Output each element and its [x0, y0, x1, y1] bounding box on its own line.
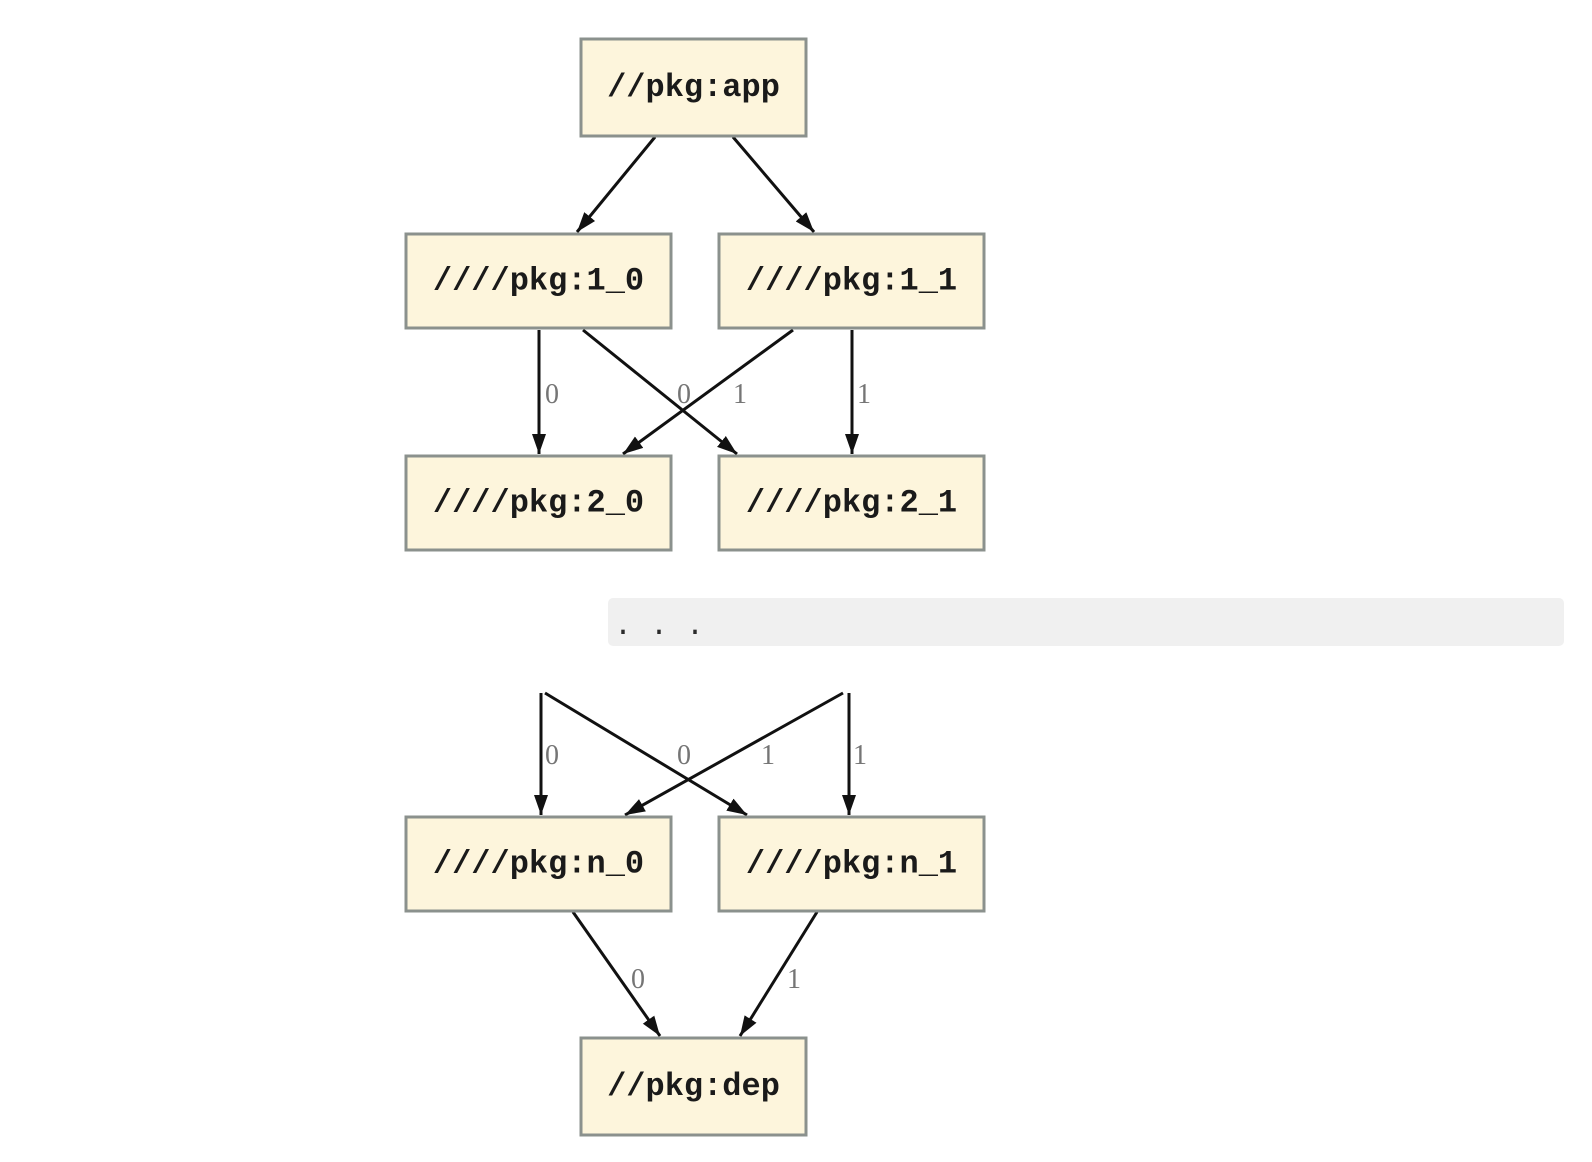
- edge-1_0-to-2_1: [582, 328, 738, 456]
- edge-label-n_0-dep: 0: [631, 964, 645, 995]
- edge-label-n_1-dep: 1: [787, 964, 801, 995]
- edge-ellipsis-to-n_0-diagonal: [624, 691, 844, 817]
- edges-layer: [532, 136, 859, 1037]
- edge-label-1_1-2_1: 1: [857, 379, 871, 410]
- edge-n_0-to-dep: [571, 911, 662, 1037]
- edge-label-1_0-2_0: 0: [545, 379, 559, 410]
- node-n_0-box: [404, 815, 673, 913]
- edge-n_1-to-dep: [738, 911, 819, 1037]
- edge-1_1-to-2_0: [622, 328, 794, 456]
- edge-label-ellipsis-n_1-vertical: 1: [853, 740, 867, 771]
- node-n_1-box: [717, 815, 986, 913]
- node-1_1-box: [717, 232, 986, 330]
- node-n_0: ////pkg:n_0: [404, 815, 673, 913]
- node-n_1-label: ////pkg:n_1: [746, 846, 957, 883]
- ellipsis-band: [608, 598, 1564, 646]
- ellipsis-band-group: . . .: [608, 598, 1564, 646]
- node-2_1-label: ////pkg:2_1: [746, 485, 957, 522]
- edge-app-to-1_0: [575, 136, 657, 233]
- node-2_0-label: ////pkg:2_0: [433, 485, 644, 522]
- edge-label-ellipsis-n_1-diagonal: 1: [761, 740, 775, 771]
- edge-app-to-1_1: [731, 136, 816, 233]
- node-1_1: ////pkg:1_1: [717, 232, 986, 330]
- node-1_0-label: ////pkg:1_0: [433, 263, 644, 300]
- node-n_1: ////pkg:n_1: [717, 815, 986, 913]
- edge-ellipsis-to-n_1-diagonal: [544, 691, 748, 817]
- node-app: //pkg:app: [579, 37, 808, 138]
- edge-label-ellipsis-n_0-vertical: 0: [545, 740, 559, 771]
- node-2_0: ////pkg:2_0: [404, 454, 673, 552]
- node-app-box: [579, 37, 808, 138]
- node-2_1-box: [717, 454, 986, 552]
- node-1_0-box: [404, 232, 673, 330]
- edge-labels-layer: 0 0 1 1 0 0 1 1 0 1: [545, 379, 871, 995]
- node-2_0-box: [404, 454, 673, 552]
- edge-label-1_0-2_1: 1: [733, 379, 747, 410]
- node-dep-box: [579, 1036, 808, 1137]
- nodes-layer: //pkg:app ////pkg:1_0 ////pkg:1_1 ////pk…: [404, 37, 986, 1137]
- node-dep: //pkg:dep: [579, 1036, 808, 1137]
- node-2_1: ////pkg:2_1: [717, 454, 986, 552]
- node-app-label: //pkg:app: [607, 69, 780, 106]
- node-n_0-label: ////pkg:n_0: [433, 846, 644, 883]
- edge-label-ellipsis-n_0-diagonal: 0: [677, 740, 691, 771]
- node-dep-label: //pkg:dep: [607, 1068, 780, 1105]
- node-1_1-label: ////pkg:1_1: [746, 263, 957, 300]
- edge-label-1_1-2_0: 0: [677, 379, 691, 410]
- node-1_0: ////pkg:1_0: [404, 232, 673, 330]
- ellipsis-text: . . .: [614, 610, 704, 644]
